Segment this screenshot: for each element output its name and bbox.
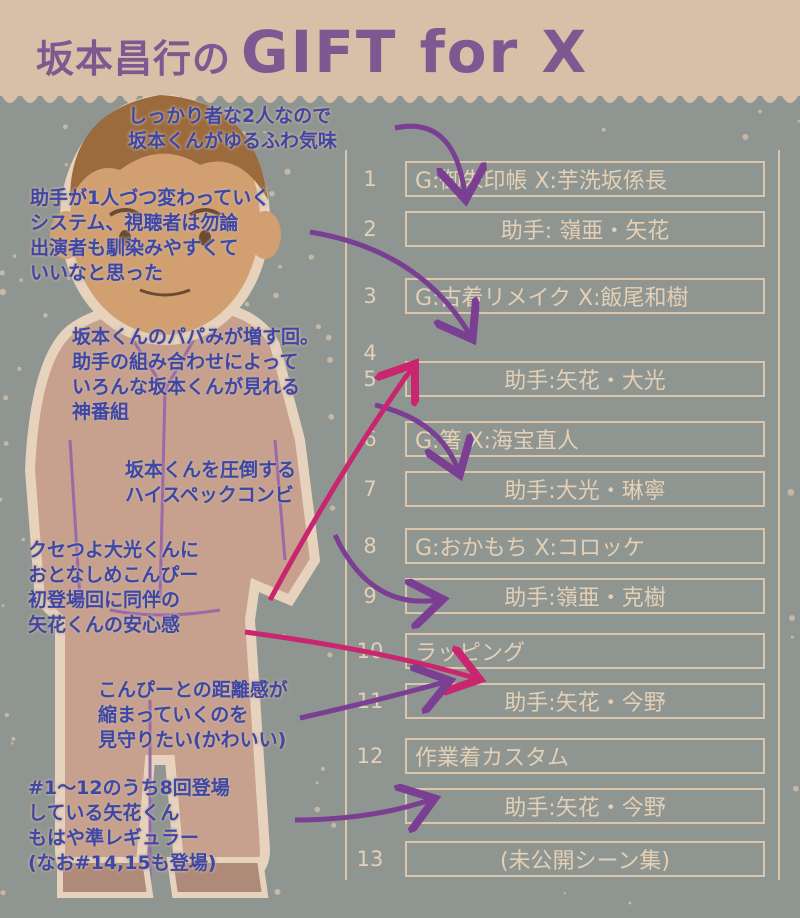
note-kusetsuyo: クセつよ大光くんに おとなしめこんぴー 初登場回に同伴の 矢花くんの安心感 <box>28 539 200 636</box>
note-yabana: #1～12のうち8回登場 している矢花くん もはや準レギュラー (なお#14,1… <box>28 777 230 874</box>
episode-number: 7 <box>363 477 377 501</box>
table-row: 助手:矢花・今野 <box>345 785 780 827</box>
title-japanese: 坂本昌行の <box>36 37 232 81</box>
episode-number: 13 <box>356 847 384 871</box>
episode-cell: ラッピング <box>405 633 765 669</box>
table-row: 1 G:御朱印帳 X:芋洗坂係長 <box>345 158 780 200</box>
note-papa: 坂本くんのパパみが増す回。 助手の組み合わせによって いろんな坂本くんが見れる … <box>72 326 320 423</box>
table-row: 6 G:箸 X:海宝直人 <box>345 418 780 460</box>
episode-number <box>345 785 395 827</box>
episode-cell: 助手:矢花・大光 <box>405 361 765 397</box>
note-system: 助手が1人づつ変わっていく システム、視聴者は勿論 出演者も馴染みやすくて いい… <box>30 187 271 284</box>
episode-number: 2 <box>363 217 377 241</box>
header-band <box>0 0 800 96</box>
episode-number: 6 <box>363 427 377 451</box>
table-row: 2 助手: 嶺亜・矢花 <box>345 208 780 250</box>
episode-cell: G:おかもち X:コロッケ <box>405 528 765 564</box>
episode-cell: (未公開シーン集) <box>405 841 765 877</box>
table-row: 13 (未公開シーン集) <box>345 838 780 880</box>
table-row: 9 助手:嶺亜・克樹 <box>345 575 780 617</box>
table-row: 3 G:古着リメイク X:飯尾和樹 <box>345 275 780 317</box>
episode-cell: G:箸 X:海宝直人 <box>405 421 765 457</box>
table-row: 7 助手:大光・琳寧 <box>345 468 780 510</box>
page-title: 坂本昌行の GIFT for X <box>36 18 588 90</box>
episode-cell: 作業着カスタム <box>405 738 765 774</box>
episode-number: 10 <box>356 639 384 663</box>
episode-number: 12 <box>356 744 384 768</box>
episode-number: 11 <box>356 689 384 713</box>
table-row: 10 ラッピング <box>345 630 780 672</box>
title-english: GIFT for X <box>241 18 589 86</box>
episode-cell: G:御朱印帳 X:芋洗坂係長 <box>405 161 765 197</box>
episode-cell: 助手:矢花・今野 <box>405 788 765 824</box>
table-row: 12 作業着カスタム <box>345 735 780 777</box>
episode-number: 1 <box>363 167 377 191</box>
note-distance: こんぴーとの距離感が 縮まっていくのを 見守りたい(かわいい) <box>98 679 288 751</box>
episode-number: 3 <box>363 284 377 308</box>
episode-number: 9 <box>363 584 377 608</box>
table-row: 11 助手:矢花・今野 <box>345 680 780 722</box>
note-highspec: 坂本くんを圧倒する ハイスペックコンビ <box>125 459 297 506</box>
episode-number: 4 <box>363 341 377 365</box>
episode-cell: 助手: 嶺亜・矢花 <box>405 211 765 247</box>
lace-trim <box>0 92 800 103</box>
episode-number: 8 <box>363 534 377 558</box>
episode-cell: 助手:大光・琳寧 <box>405 471 765 507</box>
note-ep1-2: しっかり者な2人なので 坂本くんがゆるふわ気味 <box>128 105 338 152</box>
episode-cell: G:古着リメイク X:飯尾和樹 <box>405 278 765 314</box>
episode-cell: 助手:嶺亜・克樹 <box>405 578 765 614</box>
table-row: 8 G:おかもち X:コロッケ <box>345 525 780 567</box>
episode-cell: 助手:矢花・今野 <box>405 683 765 719</box>
